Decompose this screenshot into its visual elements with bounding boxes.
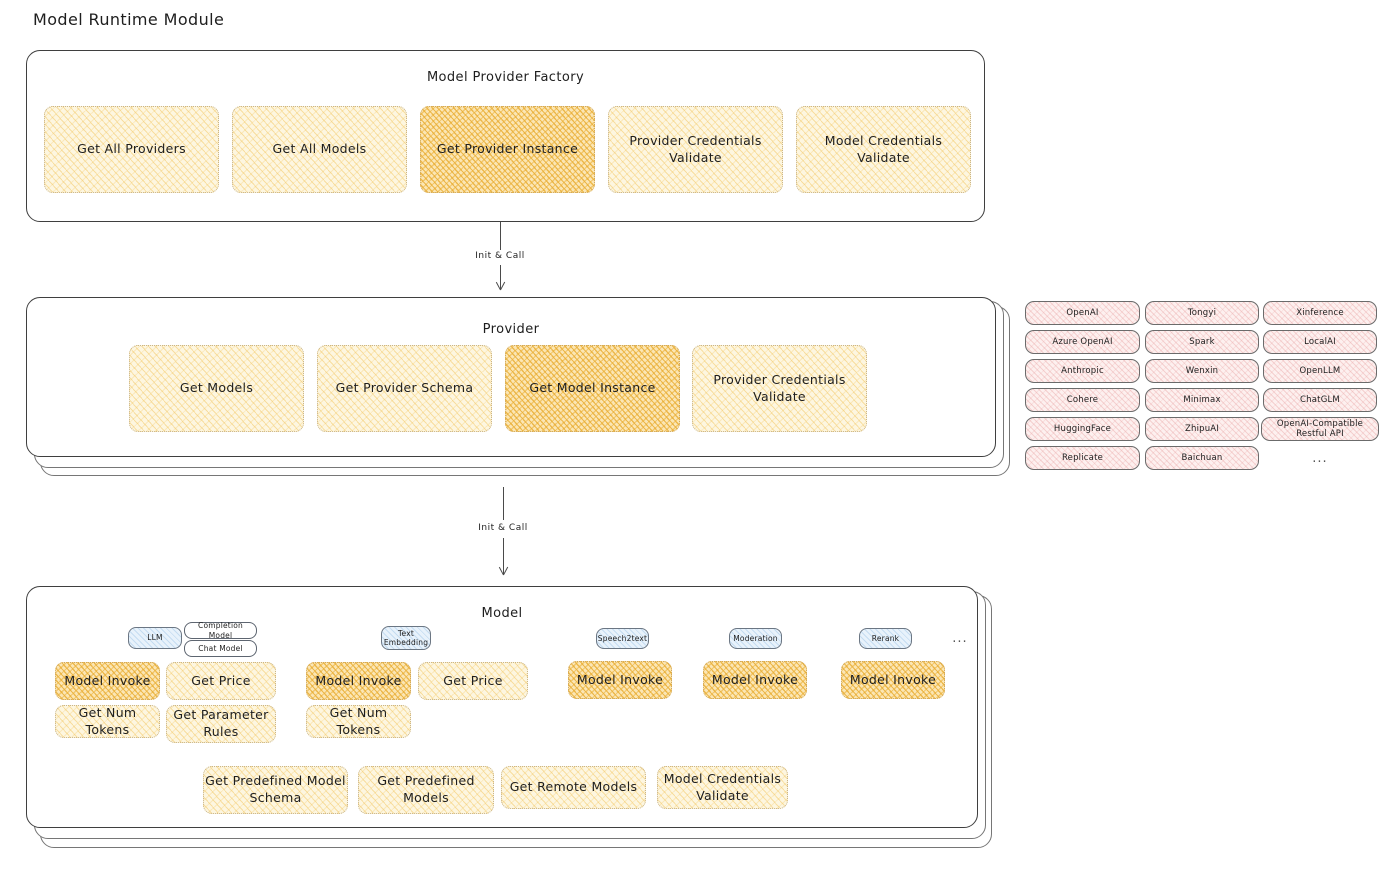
- arrow-factory-to-provider-upper: [500, 222, 502, 250]
- provider-pill-azure-openai[interactable]: Azure OpenAI: [1025, 330, 1140, 354]
- provider-method-provider-credentials-validate[interactable]: Provider Credentials Validate: [692, 345, 867, 432]
- provider-pill-huggingface[interactable]: HuggingFace: [1025, 417, 1140, 441]
- model-subtag-chat-model[interactable]: Chat Model: [184, 640, 257, 657]
- model-types-more-ellipsis: ...: [952, 631, 968, 646]
- provider-title: Provider: [482, 322, 540, 337]
- provider-pill-chatglm[interactable]: ChatGLM: [1263, 388, 1377, 412]
- text-embedding-method-model-invoke[interactable]: Model Invoke: [306, 662, 411, 700]
- arrow-provider-to-model-lower: [503, 538, 505, 575]
- provider-method-get-provider-schema[interactable]: Get Provider Schema: [317, 345, 492, 432]
- provider-pill-replicate[interactable]: Replicate: [1025, 446, 1140, 470]
- provider-pill-anthropic[interactable]: Anthropic: [1025, 359, 1140, 383]
- provider-method-get-model-instance[interactable]: Get Model Instance: [505, 345, 680, 432]
- provider-method-get-models[interactable]: Get Models: [129, 345, 304, 432]
- provider-pill-minimax[interactable]: Minimax: [1145, 388, 1259, 412]
- arrow-head-to-model: [497, 566, 509, 578]
- moderation-method-model-invoke[interactable]: Model Invoke: [703, 661, 807, 699]
- provider-pill-xinference[interactable]: Xinference: [1263, 301, 1377, 325]
- provider-pill-openai[interactable]: OpenAI: [1025, 301, 1140, 325]
- model-provider-factory-title: Model Provider Factory: [426, 70, 585, 85]
- model-common-method-get-predefined-models[interactable]: Get Predefined Models: [358, 766, 494, 814]
- arrow-label-init-and-call-1: Init & Call: [475, 251, 525, 261]
- llm-method-get-price[interactable]: Get Price: [166, 662, 276, 700]
- provider-pill-openai-compatible-restful-api[interactable]: OpenAI-Compatible Restful API: [1261, 417, 1379, 441]
- provider-pill-cohere[interactable]: Cohere: [1025, 388, 1140, 412]
- llm-method-get-num-tokens[interactable]: Get Num Tokens: [55, 705, 160, 738]
- model-common-method-model-credentials-validate[interactable]: Model Credentials Validate: [657, 766, 788, 809]
- factory-method-get-all-models[interactable]: Get All Models: [232, 106, 407, 193]
- llm-method-get-parameter-rules[interactable]: Get Parameter Rules: [166, 705, 276, 743]
- text-embedding-method-get-price[interactable]: Get Price: [418, 662, 528, 700]
- llm-method-model-invoke[interactable]: Model Invoke: [55, 662, 160, 700]
- provider-pill-spark[interactable]: Spark: [1145, 330, 1259, 354]
- text-embedding-method-get-num-tokens[interactable]: Get Num Tokens: [306, 705, 411, 738]
- provider-pill-zhipuai[interactable]: ZhipuAI: [1145, 417, 1259, 441]
- model-type-tag-rerank[interactable]: Rerank: [859, 628, 912, 649]
- speech2text-method-model-invoke[interactable]: Model Invoke: [568, 661, 672, 699]
- arrow-factory-to-provider-lower: [500, 265, 502, 290]
- model-common-method-get-remote-models[interactable]: Get Remote Models: [501, 766, 646, 809]
- model-type-tag-text-embedding[interactable]: Text Embedding: [381, 626, 431, 650]
- factory-method-provider-credentials-validate[interactable]: Provider Credentials Validate: [608, 106, 783, 193]
- rerank-method-model-invoke[interactable]: Model Invoke: [841, 661, 945, 699]
- factory-method-get-provider-instance[interactable]: Get Provider Instance: [420, 106, 595, 193]
- model-common-method-get-predefined-model-schema[interactable]: Get Predefined Model Schema: [203, 766, 348, 814]
- page-title: Model Runtime Module: [33, 10, 225, 29]
- provider-pill-wenxin[interactable]: Wenxin: [1145, 359, 1259, 383]
- provider-list-more-ellipsis: ...: [1312, 450, 1328, 466]
- provider-pill-localai[interactable]: LocalAI: [1263, 330, 1377, 354]
- provider-pill-tongyi[interactable]: Tongyi: [1145, 301, 1259, 325]
- arrow-provider-to-model-upper: [503, 487, 505, 520]
- model-title: Model: [481, 606, 523, 621]
- factory-method-model-credentials-validate[interactable]: Model Credentials Validate: [796, 106, 971, 193]
- provider-pill-baichuan[interactable]: Baichuan: [1145, 446, 1259, 470]
- arrow-label-init-and-call-2: Init & Call: [478, 523, 528, 533]
- model-type-tag-moderation[interactable]: Moderation: [729, 628, 782, 649]
- model-subtag-completion-model[interactable]: Completion Model: [184, 621, 257, 640]
- model-type-tag-llm[interactable]: LLM: [128, 627, 182, 649]
- arrow-head-to-provider: [494, 281, 506, 293]
- provider-pill-openllm[interactable]: OpenLLM: [1263, 359, 1377, 383]
- factory-method-get-all-providers[interactable]: Get All Providers: [44, 106, 219, 193]
- model-type-tag-speech2text[interactable]: Speech2text: [596, 628, 649, 649]
